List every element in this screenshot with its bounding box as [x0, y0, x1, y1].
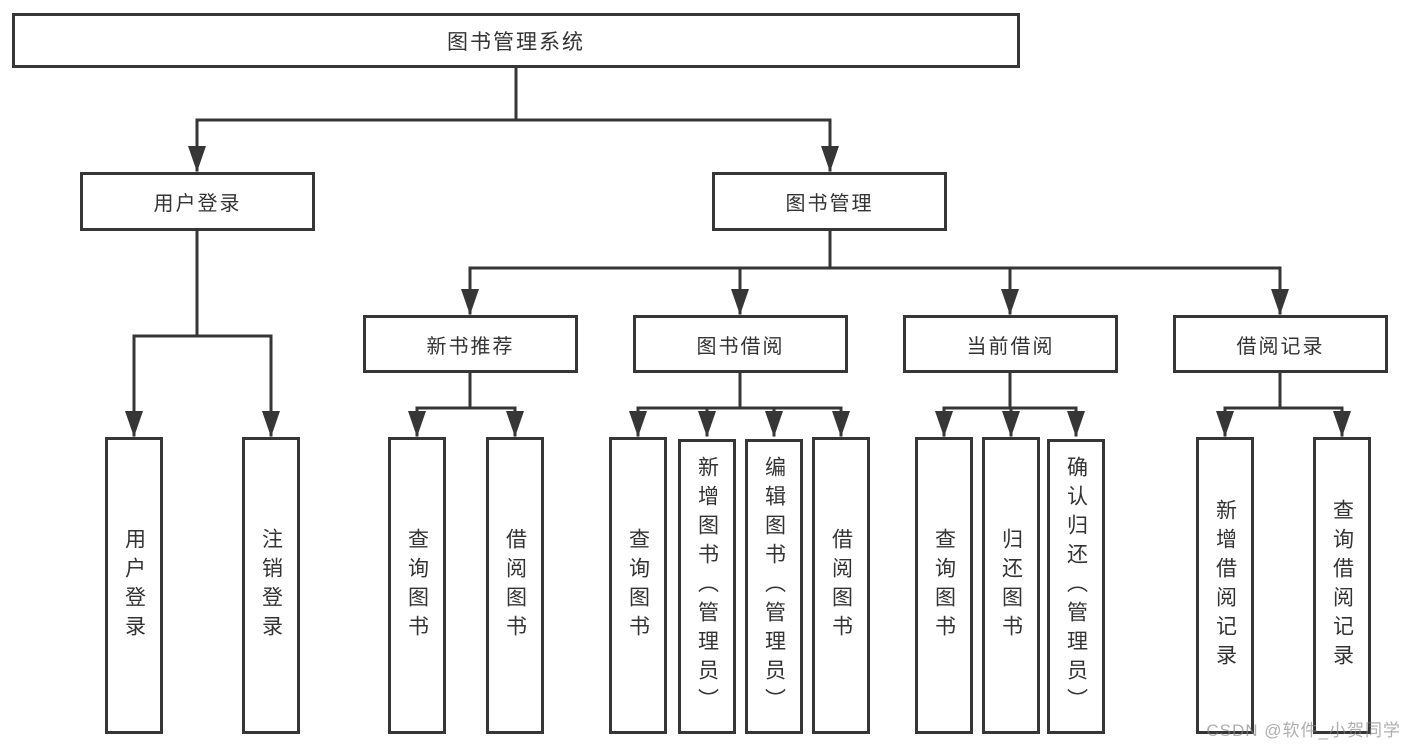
node-current-borrowing: 当前借阅: [903, 315, 1118, 373]
leaf-add-book-admin: 新增图书（管理员）: [678, 439, 736, 734]
node-label: 归还图书: [999, 527, 1023, 644]
leaf-borrow-books: 借阅图书: [812, 437, 870, 734]
leaf-logout: 注销登录: [242, 437, 300, 734]
node-label: 编辑图书（管理员）: [762, 456, 786, 717]
node-label: 注销登录: [259, 527, 283, 644]
leaf-user-login: 用户登录: [105, 437, 163, 734]
leaf-borrow-books-recommend: 借阅图书: [486, 437, 544, 734]
node-label: 新书推荐: [426, 335, 515, 358]
node-label: 用户登录: [153, 193, 242, 215]
node-label: 图书管理: [785, 193, 874, 215]
node-label: 借阅图书: [503, 527, 527, 644]
leaf-edit-book-admin: 编辑图书（管理员）: [745, 439, 803, 734]
node-label: 借阅记录: [1236, 335, 1325, 358]
node-book-borrowing: 图书借阅: [633, 315, 848, 373]
node-borrowing-records: 借阅记录: [1173, 315, 1388, 373]
node-user-login: 用户登录: [80, 172, 315, 231]
csdn-watermark: CSDN @软件_小贺同学: [1206, 721, 1401, 740]
node-label: 用户登录: [122, 527, 146, 644]
node-book-management: 图书管理: [712, 172, 947, 231]
leaf-add-borrow-record: 新增借阅记录: [1196, 437, 1254, 734]
node-label: 新增借阅记录: [1213, 498, 1237, 673]
node-label: 当前借阅: [966, 335, 1055, 358]
node-label: 新增图书（管理员）: [695, 456, 719, 717]
node-label: 查询图书: [626, 527, 650, 644]
leaf-confirm-return-admin: 确认归还（管理员）: [1047, 439, 1105, 734]
node-label: 确认归还（管理员）: [1064, 456, 1088, 717]
leaf-query-books-recommend: 查询图书: [388, 437, 446, 734]
arrowheads: [125, 146, 1351, 437]
node-label: 图书借阅: [696, 335, 785, 358]
node-label: 借阅图书: [829, 527, 853, 644]
leaf-return-books: 归还图书: [982, 437, 1040, 734]
leaf-query-books-current: 查询图书: [915, 437, 973, 734]
node-label: 查询图书: [932, 527, 956, 644]
leaf-query-books-borrow: 查询图书: [609, 437, 667, 734]
node-label: 查询图书: [405, 527, 429, 644]
node-new-book-recommendation: 新书推荐: [363, 315, 578, 373]
leaf-query-borrow-record: 查询借阅记录: [1313, 437, 1371, 734]
node-label: 查询借阅记录: [1330, 498, 1354, 673]
node-label: 图书管理系统: [447, 30, 585, 54]
node-library-management-system: 图书管理系统: [12, 13, 1020, 68]
